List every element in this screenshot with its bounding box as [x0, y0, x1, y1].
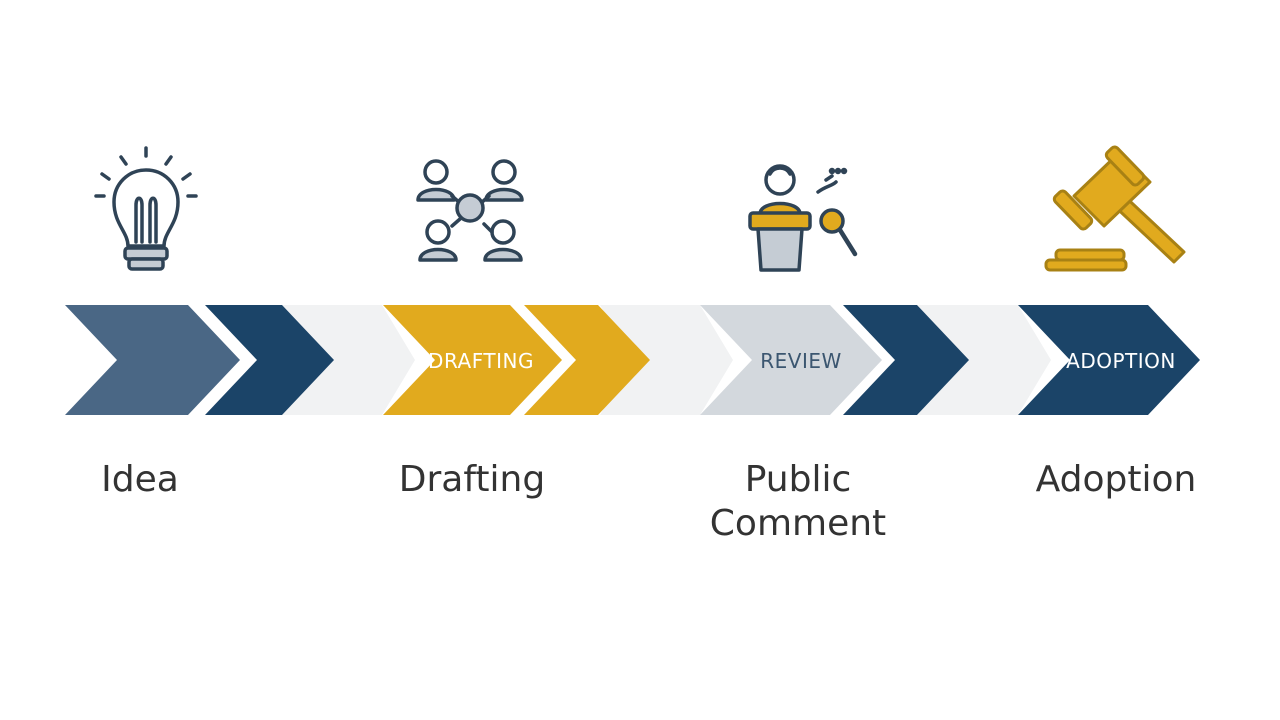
stage-label-public-comment: Public Comment: [680, 458, 916, 546]
lightbulb-icon: [94, 146, 198, 271]
speaker-podium-icon: [748, 164, 858, 272]
gavel-icon: [1044, 145, 1186, 272]
stage-label-drafting: Drafting: [398, 459, 546, 500]
stage-label-adoption: Adoption: [1035, 459, 1197, 500]
chevron-drafting-1: [383, 305, 562, 415]
chevron-spacer-1: [280, 305, 415, 415]
chevron-review-2: [843, 305, 969, 415]
chevron-idea-1: [65, 305, 240, 415]
chevron-adoption: [1018, 305, 1200, 415]
stage-label-public-comment-line2: Comment: [709, 503, 887, 544]
chevron-review-1: [700, 305, 882, 415]
chevron-spacer-3: [918, 305, 1051, 415]
chevron-text-review: REVIEW: [760, 349, 842, 373]
stage-label-public-comment-line1: Public: [744, 459, 852, 500]
stage-label-idea: Idea: [101, 459, 179, 500]
collaboration-people-icon: [416, 159, 524, 262]
chevron-text-drafting: DRAFTING: [428, 349, 534, 373]
chevron-spacer-2: [600, 305, 733, 415]
chevron-text-adoption: ADOPTION: [1066, 349, 1176, 373]
chevron-idea-2: [205, 305, 334, 415]
chevron-band: DRAFTING REVIEW ADOPTION: [65, 305, 1200, 415]
chevron-drafting-2: [524, 305, 650, 415]
